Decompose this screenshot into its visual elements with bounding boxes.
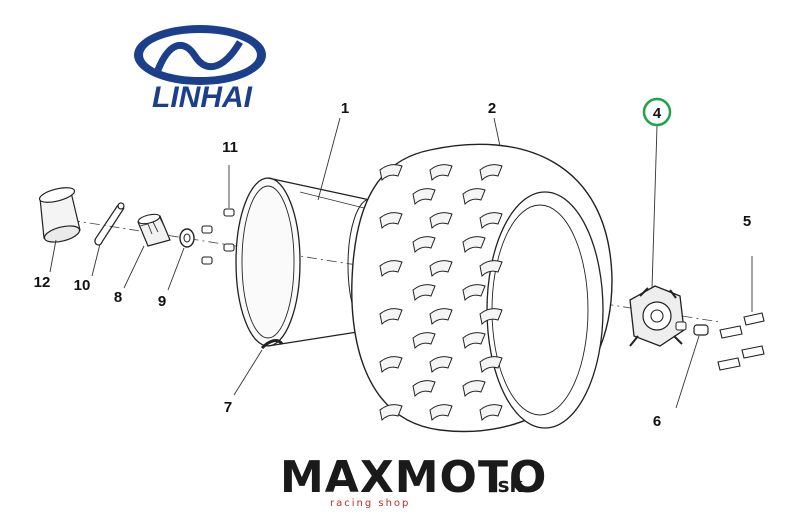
tire-tread — [379, 164, 503, 422]
callout-2: 2 — [488, 100, 496, 117]
part-9-washer — [179, 228, 195, 248]
callout-4: 4 — [653, 105, 662, 122]
tread-block — [379, 212, 403, 230]
tread-block — [429, 308, 453, 326]
callout-9: 9 — [158, 293, 166, 310]
tread-block — [462, 188, 486, 206]
callout-10: 10 — [74, 277, 91, 294]
tread-block — [379, 356, 403, 374]
tread-block — [412, 236, 436, 254]
part-6-spacer — [675, 324, 709, 409]
linhai-logo: LINHAI — [134, 25, 266, 114]
tread-block — [462, 380, 486, 398]
tread-block — [429, 404, 453, 422]
part-12-hub-cap — [38, 187, 81, 243]
tread-block — [412, 188, 436, 206]
tread-block — [379, 404, 403, 422]
tread-block — [412, 380, 436, 398]
watermark-main: MAXMOTO — [280, 452, 547, 503]
callout-6: 6 — [653, 413, 661, 430]
tread-block — [412, 332, 436, 350]
part-10-cotter-pin — [94, 202, 125, 246]
leader-lines — [49, 239, 185, 291]
tread-block — [379, 164, 403, 182]
callout-7: 7 — [224, 399, 232, 416]
tread-block — [462, 236, 486, 254]
tread-block — [479, 260, 503, 278]
tread-block — [479, 212, 503, 230]
tread-block — [479, 164, 503, 182]
tread-block — [462, 332, 486, 350]
tread-block — [479, 356, 503, 374]
tread-block — [479, 308, 503, 326]
maxmoto-watermark: MAXMOTO .sk racing shop — [280, 452, 547, 509]
tread-block — [479, 404, 503, 422]
callout-12: 12 — [34, 274, 51, 291]
part-5-wheel-studs — [717, 256, 765, 371]
tread-block — [429, 356, 453, 374]
part-2-tire — [351, 117, 613, 433]
tread-block — [462, 284, 486, 302]
part-11-lug-nuts — [201, 165, 235, 265]
tread-block — [429, 164, 453, 182]
callout-1: 1 — [341, 100, 349, 117]
callout-8: 8 — [114, 289, 122, 306]
callout-4-highlight — [642, 97, 672, 127]
watermark-suffix: .sk — [490, 473, 524, 497]
tread-block — [412, 284, 436, 302]
tread-block — [379, 308, 403, 326]
watermark-tagline: racing shop — [330, 498, 410, 509]
callout-11: 11 — [222, 139, 238, 156]
brand-name: LINHAI — [152, 81, 253, 114]
part-8-castle-nut — [137, 213, 171, 247]
part-4-hub — [629, 125, 687, 347]
callout-5: 5 — [743, 213, 751, 230]
tread-block — [429, 260, 453, 278]
part-7-valve-stem — [233, 339, 284, 396]
tread-block — [379, 260, 403, 278]
tread-block — [429, 212, 453, 230]
